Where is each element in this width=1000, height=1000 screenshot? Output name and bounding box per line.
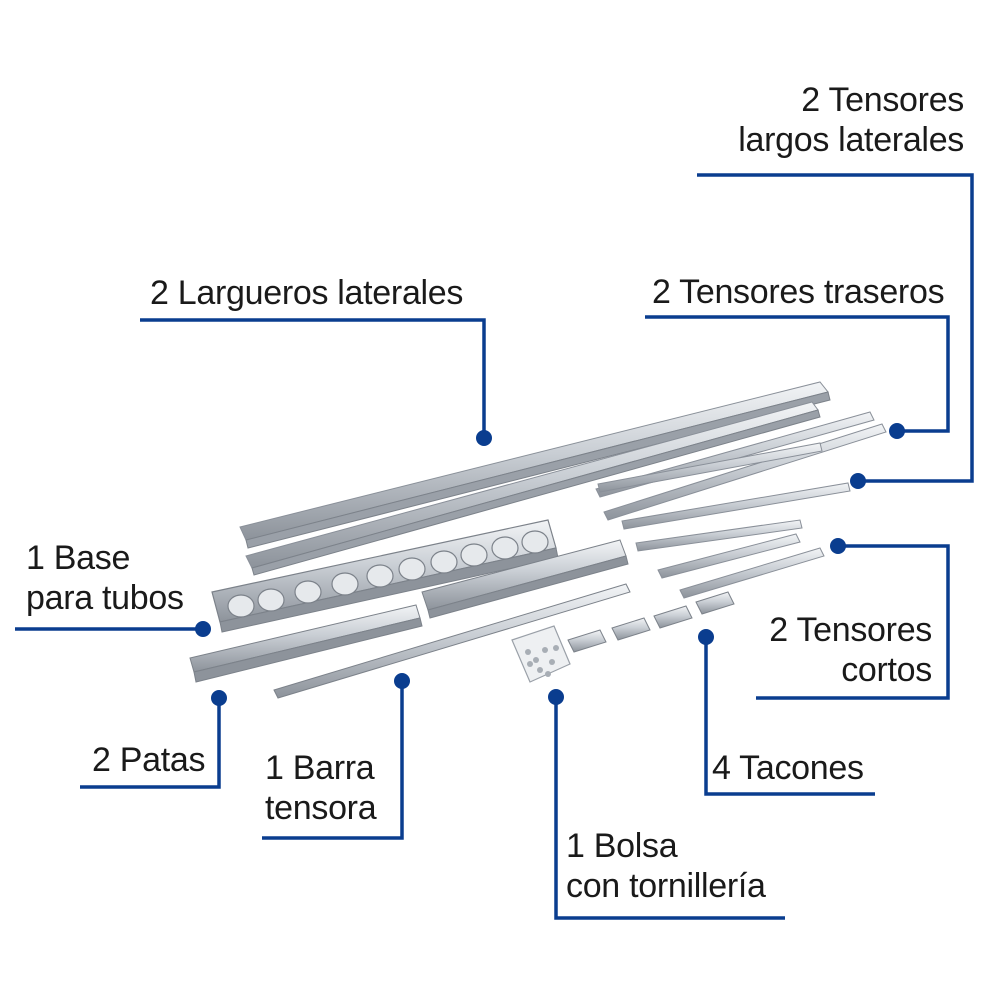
label-barra-line2: tensora: [265, 789, 377, 827]
largueros-laterales-part: [239, 381, 831, 576]
label-tensores-largos-line1: 2 Tensores: [801, 81, 964, 119]
tensores-part: [595, 411, 887, 599]
leader-tensores-traseros: [645, 315, 950, 433]
leader-tensores-largos: [697, 173, 974, 483]
label-tensores-cortos: 2 Tensores cortos: [769, 610, 932, 690]
label-barra-line1: 1 Barra: [265, 749, 375, 787]
label-tacones: 4 Tacones: [712, 749, 864, 787]
leader-largueros: [140, 318, 486, 438]
patas-part: [189, 539, 629, 683]
leader-bolsa: [554, 697, 785, 920]
tacones-part: [567, 591, 735, 653]
label-base-line1: 1 Base: [26, 539, 131, 577]
label-tensores-cortos-line1: 2 Tensores: [769, 611, 932, 649]
label-largueros: 2 Largueros laterales: [150, 274, 464, 312]
leader-dots: [195, 423, 905, 706]
label-base: 1 Base para tubos: [26, 538, 184, 618]
leader-tensores-cortos: [756, 544, 950, 700]
leader-patas: [80, 698, 221, 789]
label-tensores-largos-line2: largos laterales: [738, 121, 964, 159]
label-base-line2: para tubos: [26, 579, 184, 617]
label-tensores-traseros: 2 Tensores traseros: [652, 273, 945, 311]
leader-barra: [262, 681, 404, 840]
base-para-tubos-part: [211, 519, 559, 633]
barra-tensora-part: [273, 583, 631, 699]
label-bolsa: 1 Bolsa con tornillería: [566, 826, 766, 906]
label-bolsa-line2: con tornillería: [566, 867, 766, 905]
leader-lines: [15, 173, 974, 920]
label-bolsa-line1: 1 Bolsa: [566, 827, 678, 865]
label-tensores-largos: 2 Tensores largos laterales: [738, 80, 964, 160]
label-barra: 1 Barra tensora: [265, 748, 377, 828]
label-tensores-cortos-line2: cortos: [841, 651, 932, 689]
leader-tacones: [704, 637, 875, 796]
label-patas: 2 Patas: [92, 741, 206, 779]
bolsa-tornilleria-part: [511, 625, 571, 683]
